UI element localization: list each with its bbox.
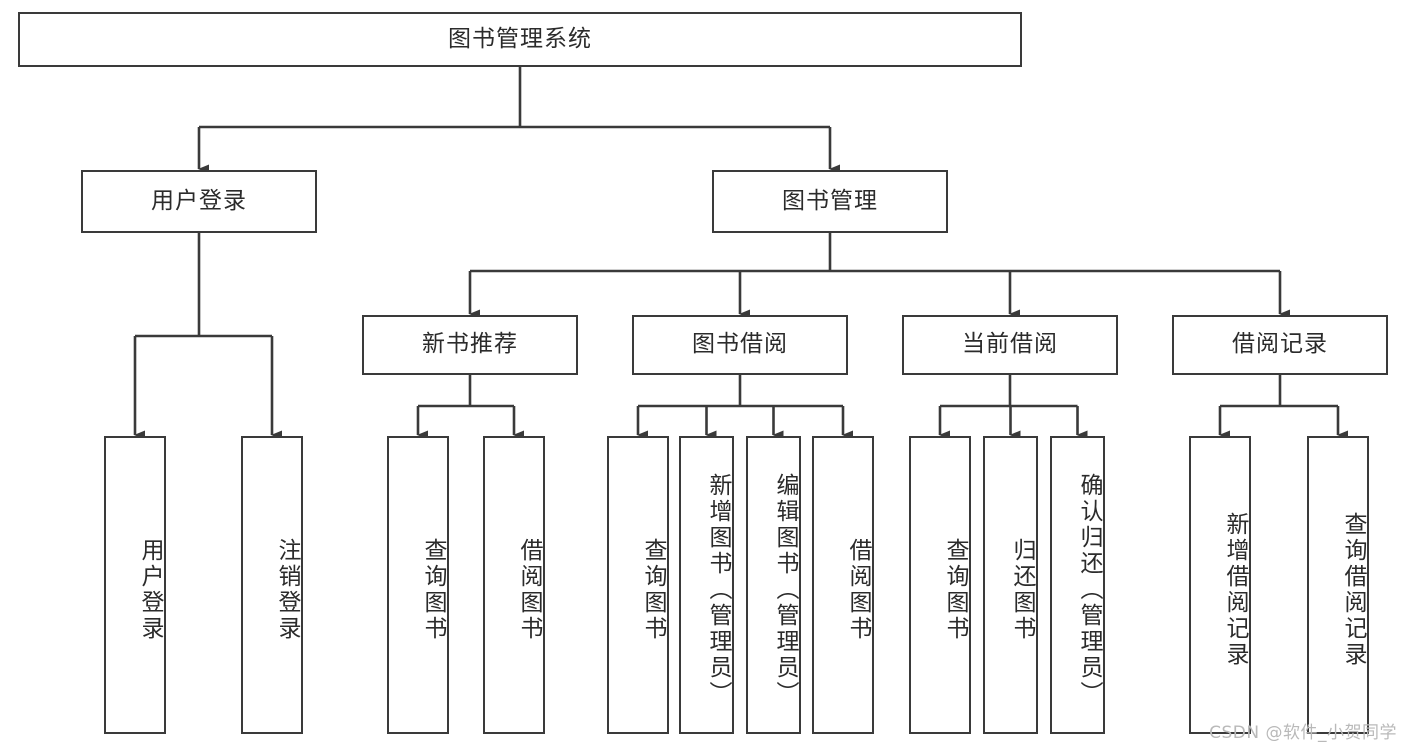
node-book-borrow[interactable]: 图书借阅 bbox=[632, 315, 848, 375]
node-label: 借阅图书 bbox=[845, 538, 871, 642]
node-label: 用户登录 bbox=[137, 538, 163, 642]
node-label: 确认归还（管理员） bbox=[1076, 473, 1102, 707]
node-user-login[interactable]: 用户登录 bbox=[81, 170, 317, 233]
node-label: 图书借阅 bbox=[692, 331, 788, 358]
leaf-borrow-book[interactable]: 借阅图书 bbox=[812, 436, 874, 734]
leaf-logout-login[interactable]: 注销登录 bbox=[241, 436, 303, 734]
leaf-confirm-return-admin[interactable]: 确认归还（管理员） bbox=[1050, 436, 1105, 734]
node-label: 编辑图书（管理员） bbox=[772, 473, 798, 707]
leaf-query-book-borrow[interactable]: 查询图书 bbox=[607, 436, 669, 734]
node-label: 用户登录 bbox=[151, 187, 247, 214]
leaf-borrow-book-recommend[interactable]: 借阅图书 bbox=[483, 436, 545, 734]
leaf-add-book-admin[interactable]: 新增图书（管理员） bbox=[679, 436, 734, 734]
node-label: 借阅图书 bbox=[516, 538, 542, 642]
leaf-query-book-current[interactable]: 查询图书 bbox=[909, 436, 971, 734]
leaf-return-book[interactable]: 归还图书 bbox=[983, 436, 1038, 734]
node-label: 新增图书（管理员） bbox=[705, 473, 731, 707]
node-label: 查询图书 bbox=[942, 538, 968, 642]
leaf-add-borrow-record[interactable]: 新增借阅记录 bbox=[1189, 436, 1251, 734]
node-label: 归还图书 bbox=[1009, 538, 1035, 642]
node-label: 查询图书 bbox=[640, 538, 666, 642]
node-label: 新增借阅记录 bbox=[1222, 512, 1248, 668]
node-current-borrow[interactable]: 当前借阅 bbox=[902, 315, 1118, 375]
node-new-book-recommend[interactable]: 新书推荐 bbox=[362, 315, 578, 375]
node-root[interactable]: 图书管理系统 bbox=[18, 12, 1022, 67]
node-label: 当前借阅 bbox=[962, 331, 1058, 358]
leaf-edit-book-admin[interactable]: 编辑图书（管理员） bbox=[746, 436, 801, 734]
node-label: 查询借阅记录 bbox=[1340, 512, 1366, 668]
node-borrow-record[interactable]: 借阅记录 bbox=[1172, 315, 1388, 375]
node-label: 新书推荐 bbox=[422, 331, 518, 358]
leaf-query-borrow-record[interactable]: 查询借阅记录 bbox=[1307, 436, 1369, 734]
node-label: 借阅记录 bbox=[1232, 331, 1328, 358]
leaf-query-book-recommend[interactable]: 查询图书 bbox=[387, 436, 449, 734]
leaf-user-login[interactable]: 用户登录 bbox=[104, 436, 166, 734]
node-label: 图书管理系统 bbox=[448, 25, 592, 52]
csdn-watermark: CSDN @软件_小贺同学 bbox=[1209, 723, 1397, 743]
node-book-management[interactable]: 图书管理 bbox=[712, 170, 948, 233]
node-label: 图书管理 bbox=[782, 187, 878, 214]
node-label: 查询图书 bbox=[420, 538, 446, 642]
node-label: 注销登录 bbox=[274, 538, 300, 642]
